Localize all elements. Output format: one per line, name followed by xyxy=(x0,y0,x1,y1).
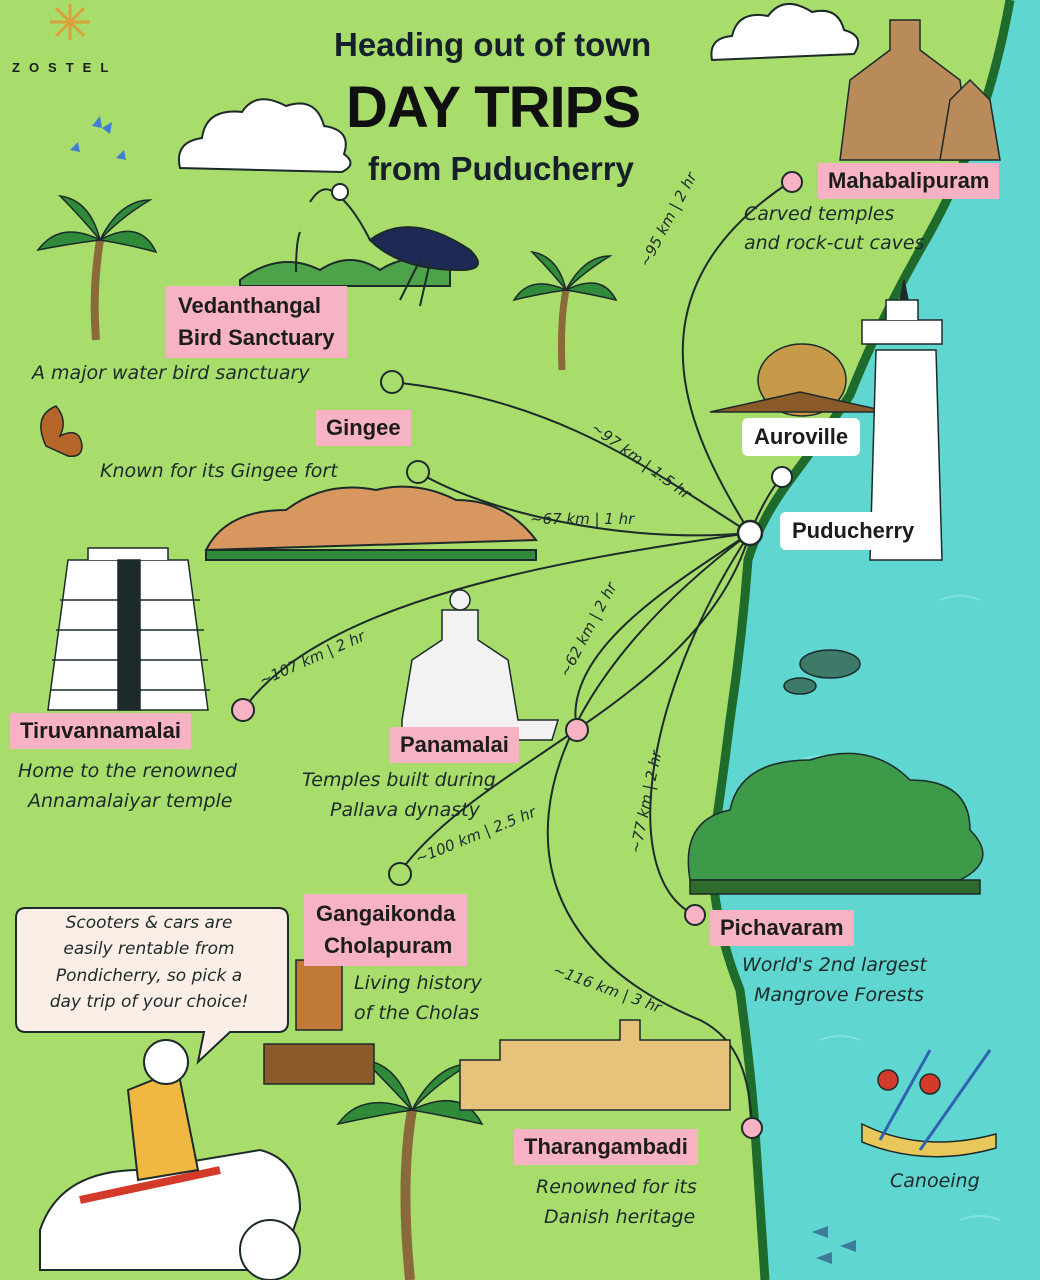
palm-tree-icon xyxy=(336,1059,484,1280)
zostel-logo-icon xyxy=(50,4,90,40)
lighthouse-icon xyxy=(861,279,943,561)
route-distance-label: ~77 km | 2 hr xyxy=(626,748,665,855)
label-pichavaram: Pichavaram xyxy=(710,910,854,946)
turtle-icon xyxy=(783,649,861,695)
chola-statue-icon xyxy=(263,959,375,1085)
palm-tree-icon xyxy=(36,194,158,341)
gopuram-temple-icon xyxy=(47,547,210,711)
pin-vedanthangal xyxy=(380,370,404,394)
route-distance-label: ~95 km | 2 hr xyxy=(636,169,701,270)
route-distance-label: ~62 km | 2 hr xyxy=(556,579,621,680)
label-auroville: Auroville xyxy=(742,418,861,456)
route-distance-label: ~107 km | 2 hr xyxy=(256,627,368,690)
desc-tharangambadi: Renowned for its Danish heritage xyxy=(536,1172,697,1233)
speech-bubble xyxy=(15,907,289,1065)
desc-line: Annamalaiyar temple xyxy=(28,790,233,813)
desc-line: World's 2nd largest xyxy=(742,954,927,976)
label-line: Cholapuram xyxy=(324,932,453,958)
desc-line: and rock-cut caves xyxy=(744,232,925,255)
desc-gangaikonda: Living history of the Cholas xyxy=(354,968,482,1029)
desc-line: Living history xyxy=(354,972,482,994)
desc-line: Danish heritage xyxy=(544,1206,696,1229)
coastline xyxy=(707,0,1015,1280)
label-tiruvannamalai: Tiruvannamalai xyxy=(10,713,191,749)
desc-panamalai: Temples built during Pallava dynasty xyxy=(302,765,496,826)
brand-name: ZOSTEL xyxy=(12,60,118,75)
route-tiruvannamalai xyxy=(242,532,751,711)
route-distance-label: ~67 km | 1 hr xyxy=(530,510,635,528)
desc-line: Carved temples xyxy=(744,203,895,225)
label-mahabalipuram: Mahabalipuram xyxy=(818,163,1000,199)
heron-icon xyxy=(239,183,479,307)
route-mahabalipuram xyxy=(681,181,791,534)
label-line: Gangaikonda xyxy=(316,901,456,926)
shore-temple-icon xyxy=(839,19,1001,161)
butterfly-icon xyxy=(70,116,126,160)
route-distance-label: ~116 km | 3 hr xyxy=(551,961,665,1017)
desc-gingee: Known for its Gingee fort xyxy=(100,460,338,482)
desc-line: Home to the renowned xyxy=(18,760,237,782)
desc-line: Mangrove Forests xyxy=(754,984,924,1007)
label-canoeing: Canoeing xyxy=(890,1170,980,1192)
label-gingee: Gingee xyxy=(316,410,411,446)
mangrove-icon xyxy=(687,752,984,895)
label-line: Vedanthangal xyxy=(178,293,322,318)
kayak-icon xyxy=(861,1049,997,1158)
shore-temple-icon xyxy=(401,589,560,741)
label-line: Bird Sanctuary xyxy=(178,324,335,350)
desc-line: Renowned for its xyxy=(536,1176,697,1198)
label-puducherry: Puducherry xyxy=(780,512,927,550)
route-gingee xyxy=(417,471,751,537)
route-pichavaram xyxy=(649,532,751,916)
pin-gangaikonda xyxy=(388,862,412,886)
matrimandir-icon xyxy=(709,343,891,417)
title-line-3: from Puducherry xyxy=(368,150,634,187)
tip-text: Scooters & cars are easily rentable from… xyxy=(49,913,249,1013)
danish-fort-icon xyxy=(459,1019,731,1111)
pin-auroville xyxy=(771,466,793,488)
sea xyxy=(712,0,1040,1280)
cloud-icon xyxy=(178,3,860,174)
pin-gingee xyxy=(406,460,430,484)
pin-pichavaram xyxy=(684,904,706,926)
squirrel-icon xyxy=(40,405,83,458)
fish-icon xyxy=(812,1226,856,1264)
scooter-rider-icon xyxy=(39,1039,302,1280)
palm-tree-icon xyxy=(512,250,618,371)
fort-hill-icon xyxy=(204,485,538,561)
route-distance-label: ~97 km | 1.5 hr xyxy=(588,419,695,504)
desc-line: Temples built during xyxy=(302,769,496,791)
desc-line: Pallava dynasty xyxy=(330,799,480,822)
title-line-2: DAY TRIPS xyxy=(346,75,641,140)
label-panamalai: Panamalai xyxy=(390,727,519,763)
desc-vedanthangal: A major water bird sanctuary xyxy=(32,362,310,384)
route-panamalai xyxy=(574,532,751,731)
label-vedanthangal: Vedanthangal Bird Sanctuary xyxy=(166,286,347,358)
desc-mahabalipuram: Carved temples and rock-cut caves xyxy=(744,200,924,259)
route-tharangambadi xyxy=(546,532,753,1129)
route-vedanthangal xyxy=(391,381,751,534)
title-line-1: Heading out of town xyxy=(334,26,652,63)
pin-tharangambadi xyxy=(741,1117,763,1139)
pin-tiruvannamalai xyxy=(231,698,255,722)
pin-panamalai xyxy=(565,718,589,742)
desc-pichavaram: World's 2nd largest Mangrove Forests xyxy=(742,950,927,1011)
desc-line: of the Cholas xyxy=(354,1002,480,1025)
pin-puducherry xyxy=(736,519,764,547)
label-gangaikonda: Gangaikonda Cholapuram xyxy=(304,894,468,966)
label-tharangambadi: Tharangambadi xyxy=(514,1129,698,1165)
pin-mahabalipuram xyxy=(781,171,803,193)
desc-tiruvannamalai: Home to the renowned Annamalaiyar temple xyxy=(18,756,237,817)
